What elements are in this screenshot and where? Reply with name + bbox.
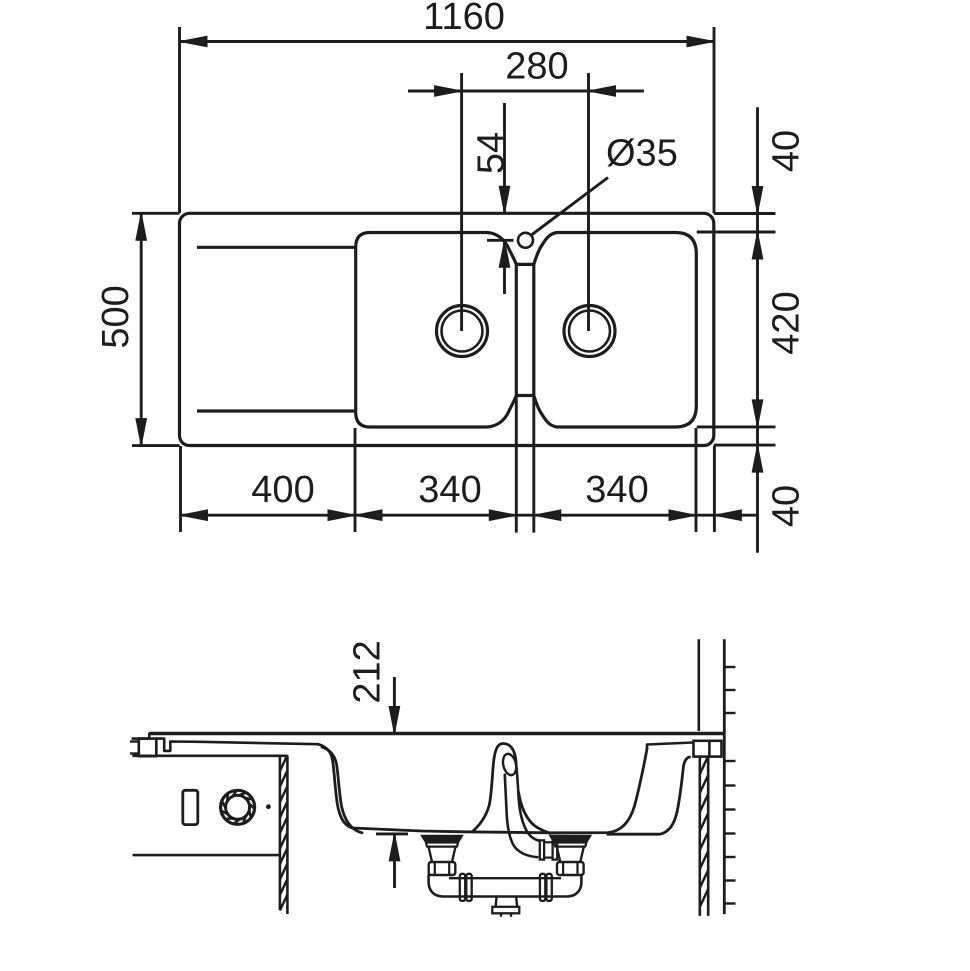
- svg-text:500: 500: [95, 285, 137, 348]
- svg-text:280: 280: [505, 46, 568, 88]
- svg-text:212: 212: [347, 640, 389, 703]
- svg-text:400: 400: [251, 469, 314, 511]
- svg-text:40: 40: [765, 485, 807, 527]
- svg-text:1160: 1160: [423, 0, 505, 38]
- svg-text:340: 340: [585, 469, 648, 511]
- svg-text:40: 40: [765, 130, 807, 172]
- svg-text:420: 420: [765, 291, 807, 354]
- svg-text:340: 340: [418, 469, 481, 511]
- svg-text:Ø35: Ø35: [606, 133, 678, 175]
- svg-text:54: 54: [470, 132, 512, 174]
